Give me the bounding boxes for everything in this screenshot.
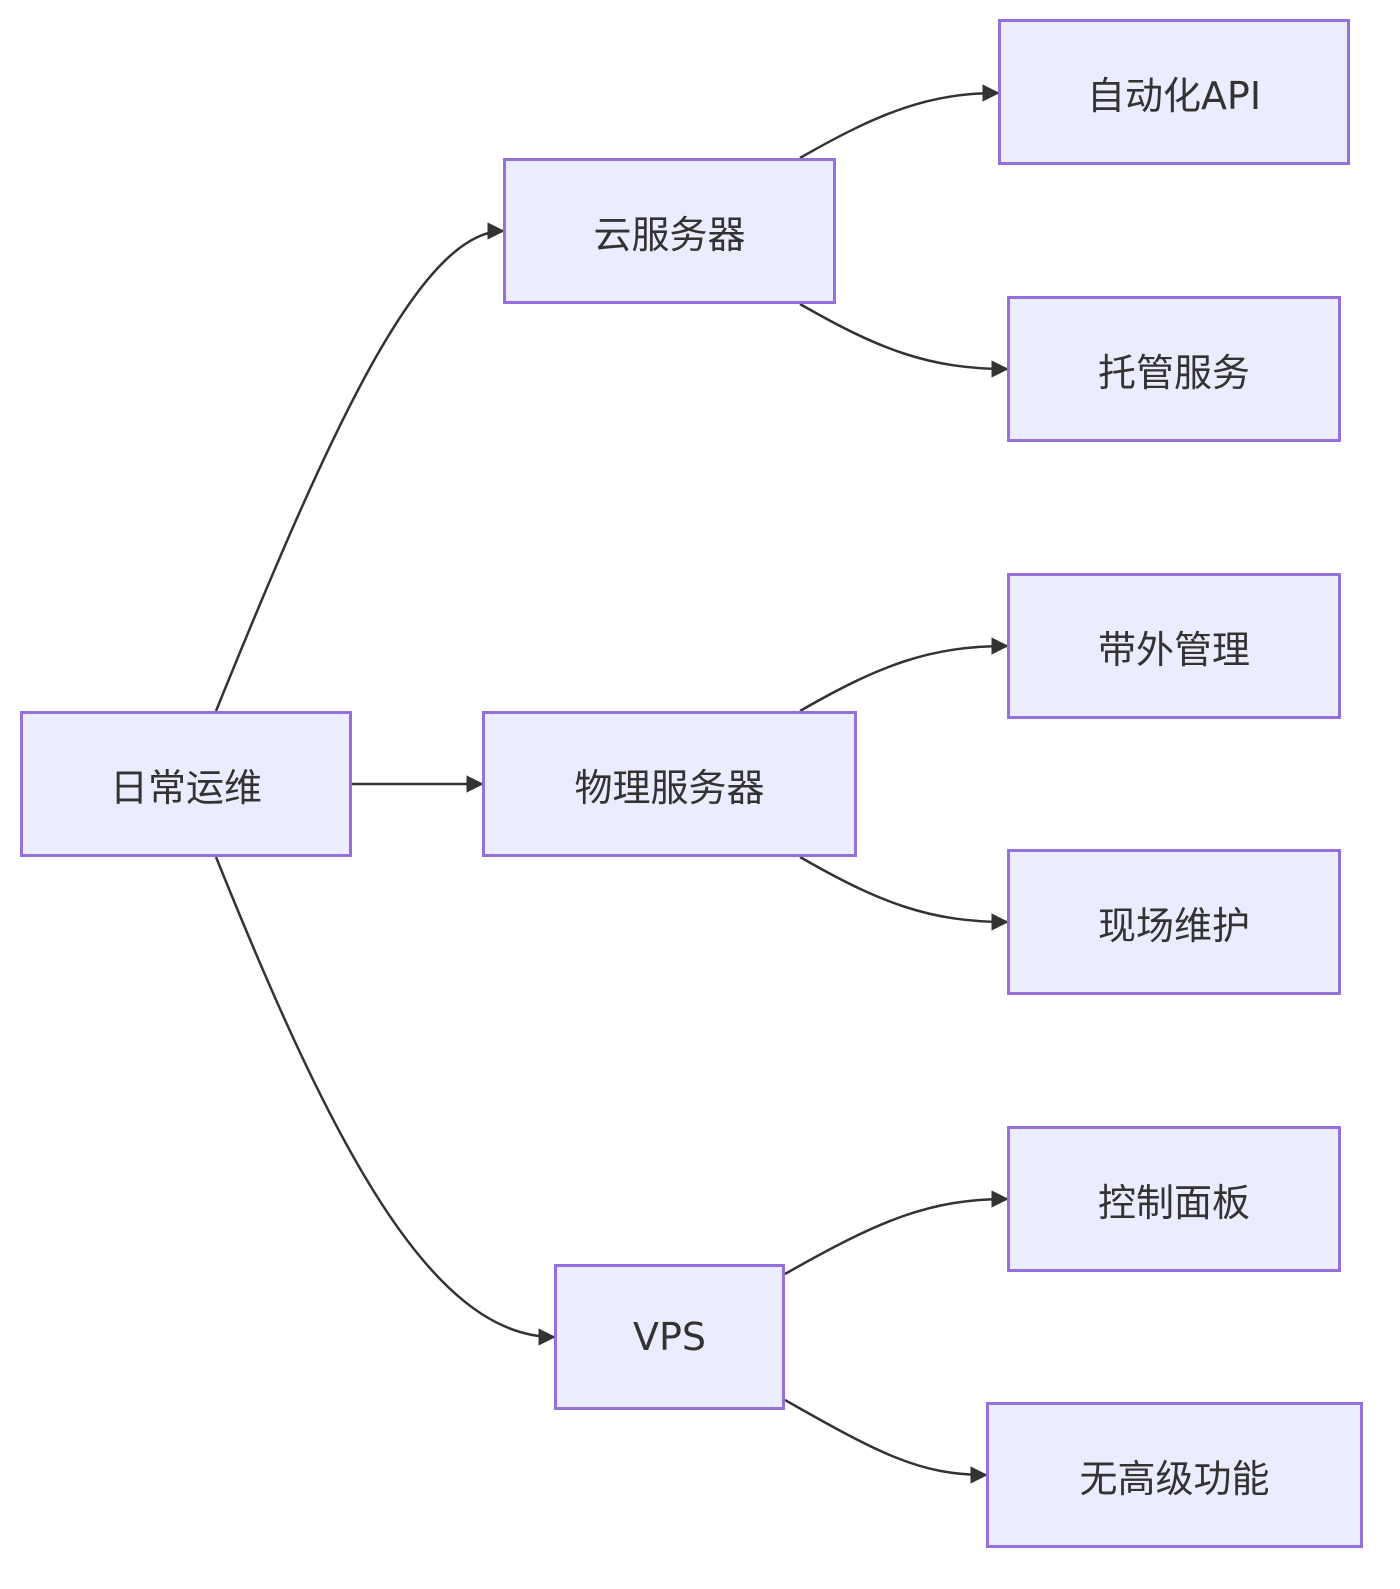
node-control-panel: 控制面板 <box>1007 1126 1341 1272</box>
node-managed-service-label: 托管服务 <box>1097 350 1250 395</box>
node-daily-ops: 日常运维 <box>20 711 352 857</box>
edge-cloud-to-automation-api <box>799 84 1000 160</box>
edge-physical-to-out-of-band <box>799 637 1009 713</box>
node-no-advanced-features: 无高级功能 <box>986 1402 1363 1548</box>
edges-group <box>214 84 1009 1484</box>
node-cloud-server: 云服务器 <box>503 158 836 304</box>
node-automation-api: 自动化API <box>998 19 1350 165</box>
node-onsite-maintenance-label: 现场维护 <box>1097 903 1250 948</box>
node-managed-service: 托管服务 <box>1007 296 1341 442</box>
edge-cloud-to-managed-service <box>799 302 1009 378</box>
edge-vps-to-no-advanced <box>784 1398 988 1484</box>
node-physical-server-label: 物理服务器 <box>574 765 765 810</box>
node-control-panel-label: 控制面板 <box>1097 1180 1250 1225</box>
node-cloud-server-label: 云服务器 <box>593 212 746 257</box>
edge-root-to-cloud <box>214 222 505 712</box>
node-vps: VPS <box>554 1264 785 1410</box>
node-no-advanced-features-label: 无高级功能 <box>1079 1456 1270 1501</box>
edge-vps-to-control-panel <box>784 1190 1009 1276</box>
node-onsite-maintenance: 现场维护 <box>1007 849 1341 995</box>
node-physical-server: 物理服务器 <box>482 711 857 857</box>
node-automation-api-label: 自动化API <box>1086 73 1262 118</box>
node-out-of-band-management: 带外管理 <box>1007 573 1341 719</box>
edge-physical-to-onsite <box>799 855 1009 931</box>
node-vps-label: VPS <box>632 1315 707 1359</box>
node-daily-ops-label: 日常运维 <box>109 765 262 810</box>
edge-root-to-vps <box>214 856 556 1346</box>
node-out-of-band-management-label: 带外管理 <box>1097 627 1250 672</box>
